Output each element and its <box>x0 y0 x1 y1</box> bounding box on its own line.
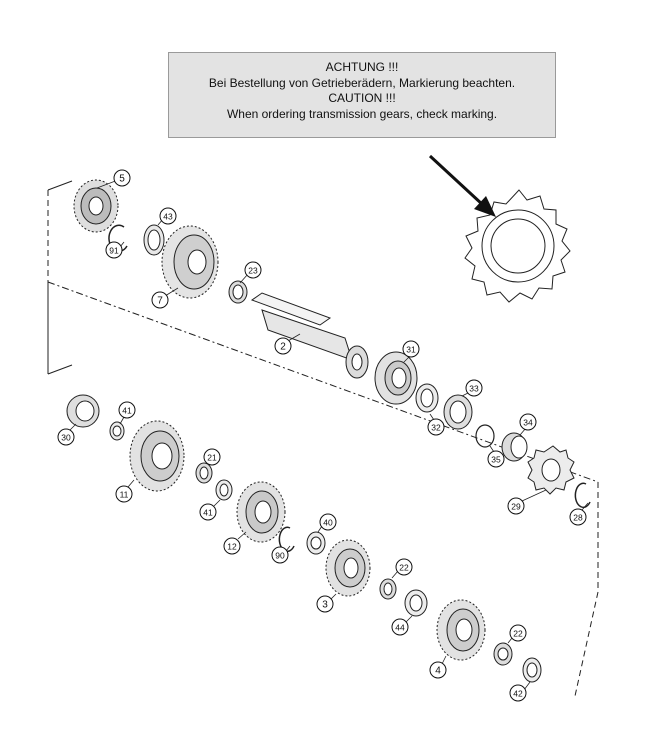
svg-text:41: 41 <box>122 406 132 416</box>
washer-40 <box>306 531 326 555</box>
part-label-42: 42 <box>509 684 527 702</box>
notice-warning-en: CAUTION !!! <box>328 91 396 105</box>
svg-text:33: 33 <box>469 384 479 394</box>
svg-text:43: 43 <box>163 212 173 222</box>
bushing-22-b <box>493 642 513 666</box>
part-label-31: 31 <box>402 340 420 358</box>
bushing-22-a <box>379 578 397 600</box>
washer-41-b <box>215 479 233 501</box>
svg-text:34: 34 <box>523 418 533 428</box>
part-label-32: 32 <box>427 418 445 436</box>
part-label-3: 3 <box>316 595 334 613</box>
notice-text-en: When ordering transmission gears, check … <box>226 106 498 121</box>
svg-text:11: 11 <box>120 490 129 500</box>
part-label-22-a: 22 <box>395 558 413 576</box>
part-label-34: 34 <box>519 413 537 431</box>
svg-text:22: 22 <box>399 563 409 573</box>
snap-ring-28 <box>574 482 591 509</box>
svg-text:7: 7 <box>157 296 163 307</box>
notice-text-de: Bei Bestellung von Getrieberädern, Marki… <box>208 75 516 90</box>
bushing-23 <box>228 280 248 304</box>
part-label-90: 90 <box>271 546 289 564</box>
bushing-21 <box>195 462 213 484</box>
part-label-12: 12 <box>223 537 241 555</box>
svg-text:28: 28 <box>573 513 583 523</box>
washer-32 <box>415 383 439 413</box>
bearing-30 <box>66 394 100 428</box>
svg-text:90: 90 <box>275 551 285 561</box>
marking-detail-gear <box>464 189 571 303</box>
svg-text:2: 2 <box>280 342 286 353</box>
part-label-43: 43 <box>159 207 177 225</box>
part-label-40: 40 <box>319 513 337 531</box>
spacer-34 <box>501 432 528 462</box>
part-label-30: 30 <box>57 428 75 446</box>
svg-text:3: 3 <box>322 600 328 611</box>
part-label-4: 4 <box>429 661 447 679</box>
svg-text:29: 29 <box>511 502 521 512</box>
part-label-21: 21 <box>203 448 221 466</box>
gear-4 <box>436 599 486 661</box>
svg-text:40: 40 <box>323 518 333 528</box>
o-ring-35 <box>475 424 495 448</box>
part-label-5: 5 <box>113 169 131 187</box>
svg-text:35: 35 <box>491 455 501 465</box>
gear-3 <box>325 539 371 597</box>
part-label-11: 11 <box>115 485 133 503</box>
notice-warning-de: ACHTUNG !!! <box>325 60 399 74</box>
part-label-33: 33 <box>465 379 483 397</box>
main-shaft <box>250 292 369 379</box>
svg-text:42: 42 <box>513 689 523 699</box>
svg-text:44: 44 <box>395 623 405 633</box>
assembly-frame <box>47 180 599 697</box>
svg-text:5: 5 <box>119 174 125 185</box>
part-label-7: 7 <box>151 291 169 309</box>
marking-arrow <box>428 154 496 217</box>
washer-43 <box>143 224 165 256</box>
part-label-22-b: 22 <box>509 624 527 642</box>
svg-text:23: 23 <box>248 266 258 276</box>
part-label-35: 35 <box>487 450 505 468</box>
washer-44 <box>404 589 428 617</box>
part-label-23: 23 <box>244 261 262 279</box>
gear-12 <box>236 481 286 543</box>
part-label-28: 28 <box>569 508 587 526</box>
svg-text:30: 30 <box>61 433 71 443</box>
sprocket-29 <box>527 445 575 495</box>
svg-text:41: 41 <box>203 508 213 518</box>
gear-5 <box>73 179 119 233</box>
gear-7 <box>161 225 219 299</box>
part-label-2: 2 <box>274 337 292 355</box>
washer-42 <box>522 657 542 683</box>
bearing-31 <box>374 351 418 405</box>
part-label-41-b: 41 <box>199 503 217 521</box>
snap-ring-90 <box>278 526 295 553</box>
svg-text:22: 22 <box>513 629 523 639</box>
svg-text:91: 91 <box>109 246 119 256</box>
svg-text:4: 4 <box>435 666 441 677</box>
gear-11 <box>129 420 185 492</box>
ordering-notice-box: ACHTUNG !!! Bei Bestellung von Getrieber… <box>168 52 556 138</box>
svg-text:21: 21 <box>207 453 217 463</box>
washer-41-a <box>109 421 125 441</box>
part-label-44: 44 <box>391 618 409 636</box>
part-label-41-a: 41 <box>118 401 136 419</box>
seal-33 <box>443 394 473 430</box>
svg-text:31: 31 <box>406 345 416 355</box>
svg-text:32: 32 <box>431 423 441 433</box>
part-label-29: 29 <box>507 497 525 515</box>
svg-text:12: 12 <box>227 542 237 552</box>
part-label-91: 91 <box>105 241 123 259</box>
